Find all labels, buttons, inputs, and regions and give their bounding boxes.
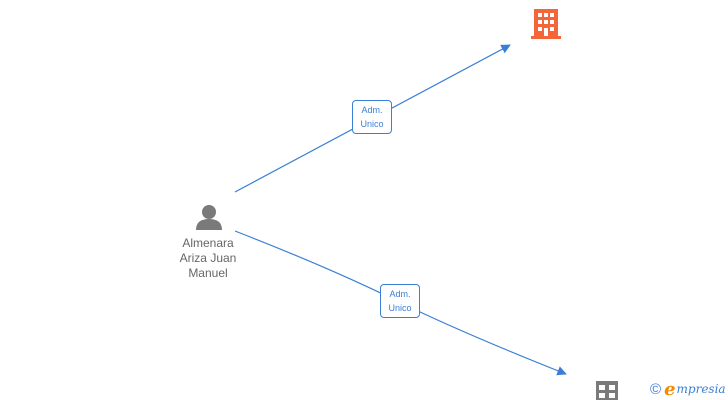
logo-wordmark: mpresia <box>676 382 726 396</box>
empresia-logo: © e mpresia <box>650 378 726 400</box>
edge-label-line: Adm. <box>361 105 383 115</box>
edge-label-line: Adm. <box>389 289 411 299</box>
person-icon[interactable] <box>196 205 222 230</box>
edge-label-line: Unico <box>360 119 384 129</box>
person-name-line: Almenara <box>182 236 234 250</box>
person-name-line: Ariza Juan <box>179 251 237 265</box>
edge-label-admin-2[interactable]: Adm. Unico <box>380 284 420 318</box>
edge-label-admin-1[interactable]: Adm. Unico <box>352 100 392 134</box>
person-name-line: Manuel <box>188 266 228 280</box>
building-icon[interactable] <box>531 9 561 39</box>
logo-initial: e <box>664 378 676 400</box>
building-icon[interactable] <box>596 381 618 400</box>
person-name[interactable]: Almenara Ariza Juan Manuel <box>168 236 248 281</box>
copyright-symbol: © <box>650 380 662 398</box>
edge-label-line: Unico <box>388 303 412 313</box>
